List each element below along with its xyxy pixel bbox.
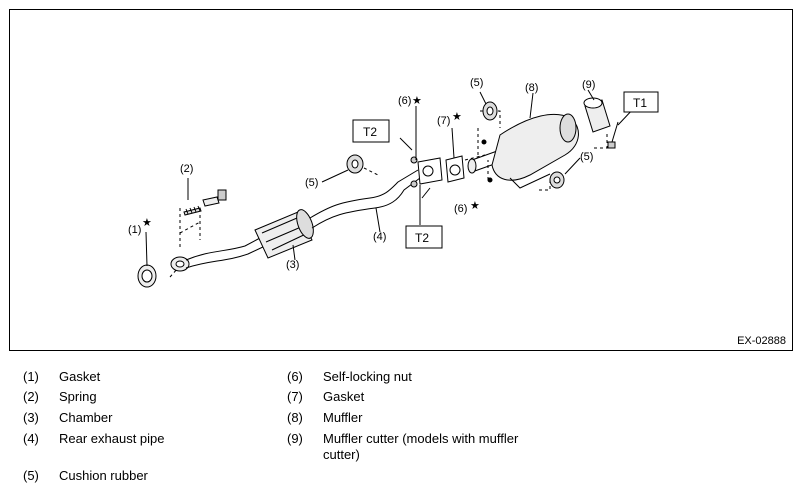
legend-text: Chamber: [59, 410, 113, 425]
spring-bolt-part: [183, 189, 227, 216]
gasket-7-part: [445, 155, 465, 183]
callout-1: (1): [128, 224, 141, 236]
legend-text: Muffler cutter (models with muffler cutt…: [323, 431, 519, 462]
legend-text: Gasket: [59, 369, 101, 384]
callout-7: (7): [437, 115, 450, 127]
legend-num: (1): [23, 369, 39, 384]
callout-6-top: (6): [398, 95, 411, 107]
mid-flange-part: [410, 156, 443, 188]
legend-num: (2): [23, 389, 39, 404]
callout-5-right: (5): [580, 151, 593, 163]
legend-num: (8): [287, 410, 303, 425]
legend-num: (5): [23, 468, 39, 483]
exhaust-diagram-frame: (1) ★ (2) (3) (4) (5) (5) (6) ★ (6) ★ (7…: [9, 9, 793, 351]
star-6-bottom: ★: [470, 200, 480, 212]
legend-num: (9): [287, 431, 303, 446]
front-flange-part: [170, 256, 190, 272]
cushion-rubber-right-part: [549, 171, 565, 189]
legend-text: Spring: [59, 389, 97, 404]
svg-text:T1: T1: [633, 96, 647, 110]
torque-box-t1: T1: [623, 91, 659, 113]
callout-6-bottom: (6): [454, 203, 467, 215]
callout-5-left: (5): [305, 177, 318, 189]
legend-text: Cushion rubber: [59, 468, 148, 483]
legend-text: Gasket: [323, 389, 365, 404]
legend-text: Rear exhaust pipe: [59, 431, 165, 446]
callout-3: (3): [286, 259, 299, 271]
svg-text:T2: T2: [415, 231, 429, 245]
callout-8: (8): [525, 82, 538, 94]
legend-num: (3): [23, 410, 39, 425]
legend-num: (7): [287, 389, 303, 404]
torque-box-t2-bottom: T2: [405, 225, 443, 249]
muffler-cutter-part: [583, 97, 619, 149]
cushion-rubber-left-part: [346, 154, 364, 174]
callout-4: (4): [373, 231, 386, 243]
alignment-lines: [169, 110, 608, 278]
front-pipe-part: [185, 237, 266, 269]
star-6-top: ★: [412, 95, 422, 107]
cushion-rubber-top-part: [482, 101, 498, 121]
torque-box-t2-top: T2: [352, 119, 390, 143]
muffler-part: [467, 113, 579, 189]
chamber-part: [254, 209, 314, 259]
legend-num: (4): [23, 431, 39, 446]
exhaust-diagram: (1) ★ (2) (3) (4) (5) (5) (6) ★ (6) ★ (7…: [128, 77, 659, 288]
legend-num: (6): [287, 369, 303, 384]
svg-text:T2: T2: [363, 125, 377, 139]
legend-text: Muffler: [323, 410, 363, 425]
callout-9: (9): [582, 79, 595, 91]
callout-5-top: (5): [470, 77, 483, 89]
star-1: ★: [142, 217, 152, 229]
star-7: ★: [452, 111, 462, 123]
gasket-1-part: [137, 264, 157, 288]
callout-2: (2): [180, 163, 193, 175]
figure-code: EX-02888: [737, 335, 786, 347]
legend-text: Self-locking nut: [323, 369, 412, 384]
rear-pipe-part: [309, 169, 421, 229]
